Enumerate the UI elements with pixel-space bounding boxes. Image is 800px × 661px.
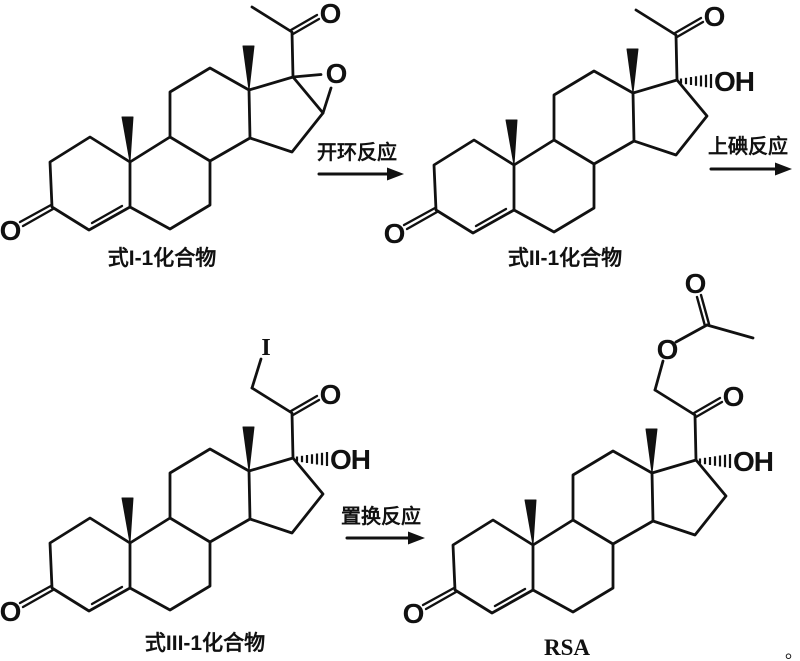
compound-formula-ii-1: O O OH: [384, 1, 755, 249]
atom-label-c20-oxygen: O: [320, 0, 341, 29]
caption-formula-i-1: 式I-1化合物: [108, 246, 217, 270]
atom-label-hydroxyl: OH: [330, 444, 370, 475]
compound-rsa: O O OH O O: [403, 268, 774, 629]
reaction-label: 开环反应: [317, 140, 397, 164]
atom-label-c20-oxygen: O: [320, 379, 341, 410]
caption-formula-iii-1: 式III-1化合物: [145, 631, 265, 655]
reaction-arrow-iodination: 上碘反应: [708, 134, 792, 176]
hashed-oh-bond: [679, 72, 713, 90]
atom-label-ketone-oxygen: O: [403, 598, 424, 629]
atom-label-ketone-oxygen: O: [0, 215, 21, 246]
atom-label-iodine: I: [261, 335, 270, 361]
reaction-arrow-substitution: 置换反应: [341, 504, 425, 545]
steroid-core: [18, 386, 325, 613]
atom-label-hydroxyl: OH: [733, 446, 773, 477]
steroid-core: [18, 5, 325, 232]
acetate-ester-bonds: [653, 293, 755, 392]
compound-formula-i-1: O O O: [0, 0, 348, 246]
caption-rsa: RSA: [544, 635, 590, 660]
atom-label-epoxide-oxygen: O: [326, 58, 347, 89]
hashed-oh-bond: [295, 450, 329, 468]
arrow-head: [408, 531, 425, 545]
atom-label-hydroxyl: OH: [714, 66, 754, 97]
reaction-label: 上碘反应: [708, 134, 788, 158]
reaction-label: 置换反应: [341, 504, 421, 528]
compound-formula-iii-1: O O OH I: [0, 335, 371, 627]
c21-iodine-bond: [250, 357, 263, 390]
caption-formula-ii-1: 式II-1化合物: [508, 246, 622, 270]
epoxide-bonds: [291, 73, 333, 115]
atom-label-ketone-oxygen: O: [384, 218, 405, 249]
atom-label-ketone-oxygen: O: [0, 596, 21, 627]
atom-label-ester-oxygen: O: [657, 334, 678, 365]
arrow-head: [387, 167, 404, 181]
steroid-core: [402, 8, 709, 235]
atom-label-c20-oxygen: O: [723, 381, 744, 412]
trailing-period: 。: [785, 642, 800, 661]
arrow-head: [775, 162, 792, 176]
atom-label-acetyl-oxygen: O: [685, 268, 706, 299]
reaction-arrow-ring-opening: 开环反应: [317, 140, 404, 181]
steroid-core: [421, 388, 728, 615]
atom-label-c20-oxygen: O: [704, 1, 725, 32]
hashed-oh-bond: [698, 452, 732, 470]
